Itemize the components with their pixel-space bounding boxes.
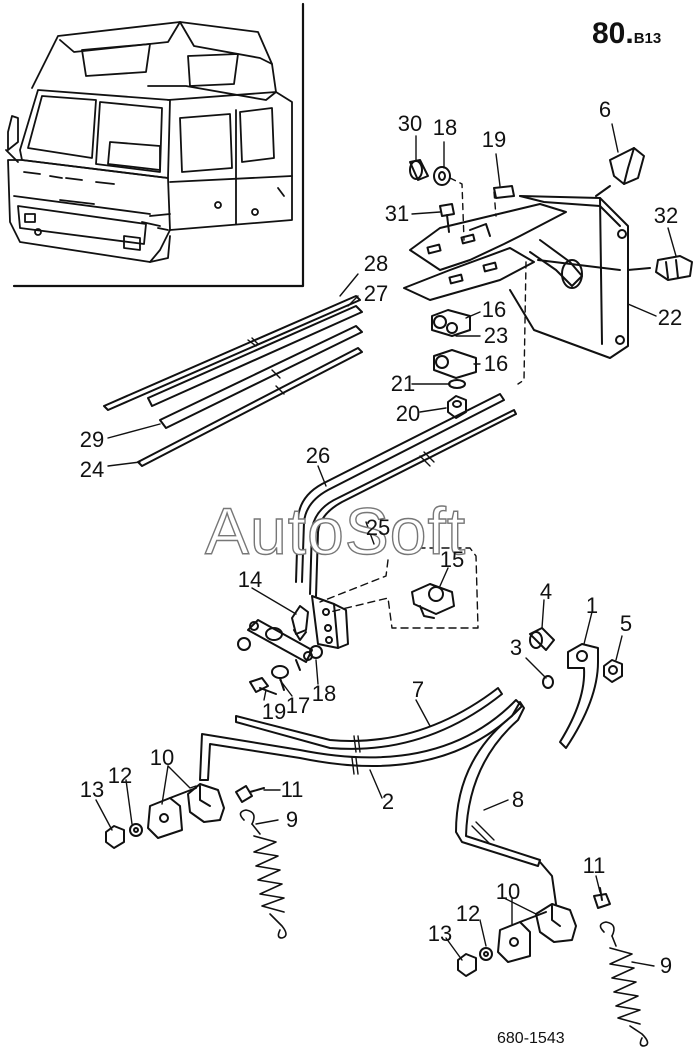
label-6: 6 [598,97,612,122]
bracket-plate [311,595,349,649]
watermark: AutoSoft [204,494,467,568]
label-26: 26 [305,443,331,468]
label-31: 31 [384,201,410,226]
label-17: 17 [285,693,311,718]
bracket-10-left [147,783,225,839]
label-32: 32 [653,203,679,228]
rod-24 [137,347,363,467]
bolt-30 [409,159,429,181]
label-13-left: 13 [79,777,105,802]
label-12-right: 12 [455,901,481,926]
washer-21 [448,379,466,389]
spring-9-left [239,809,287,939]
label-22: 22 [657,305,683,330]
label-12-left: 12 [107,763,133,788]
label-11-left: 11 [280,777,304,802]
label-18-top: 18 [432,115,458,140]
clip-15 [411,583,455,619]
nut-13-right [457,953,477,977]
lever-1 [559,643,599,749]
label-9-right: 9 [659,953,673,978]
dashed-guide-15 [329,547,479,629]
dashed-guide-clip [517,261,527,385]
page-code-suffix: B13 [633,30,662,47]
label-20: 20 [395,401,421,426]
label-23: 23 [483,323,509,348]
label-4: 4 [539,579,553,604]
nut-13-left [105,825,125,849]
washer-12-right [479,947,493,961]
dashed-guide-top [449,177,465,241]
label-21: 21 [390,371,416,396]
spring-9-right [599,921,649,1047]
label-16-upper: 16 [481,297,507,322]
page-code: 80.B13 [592,18,661,55]
cap-6 [609,147,645,185]
label-7: 7 [411,677,425,702]
cable-25 [309,409,517,597]
document-number: 680-1543 [497,1030,565,1047]
label-19-top: 19 [481,127,507,152]
washer-3 [542,675,554,689]
label-5: 5 [619,611,633,636]
link-17 [247,619,313,671]
bolt-19-mid [249,677,277,695]
bolt-4 [529,627,555,651]
pad-32 [655,255,693,281]
label-19-mid: 19 [261,699,287,724]
label-30: 30 [397,111,423,136]
label-15: 15 [439,547,465,572]
label-10-right: 10 [495,879,521,904]
page-code-main: 80. [592,17,634,50]
cable-7 [235,687,503,753]
label-29: 29 [79,427,105,452]
pedal-support-bracket [403,185,651,359]
label-8: 8 [511,787,525,812]
label-1: 1 [585,593,599,618]
label-2: 2 [381,789,395,814]
label-27: 27 [363,281,389,306]
label-16-lower: 16 [483,351,509,376]
label-3: 3 [509,635,523,660]
label-11-right: 11 [582,853,606,878]
washer-12-left [129,823,143,837]
label-24: 24 [79,457,105,482]
bolt-19-top [493,185,515,217]
washer-18-top [433,166,451,186]
label-13-right: 13 [427,921,453,946]
bolt-11-left [235,785,265,803]
rod-27 [147,305,363,407]
leader-lines [95,123,677,967]
label-14: 14 [237,567,263,592]
rod-28 [103,295,361,411]
washer-18-mid [309,645,323,659]
label-10-left: 10 [149,745,175,770]
truck-cab-illustration [5,21,293,263]
clip-16-lower [433,349,477,379]
nut-5 [603,659,623,683]
cab-inset [5,2,305,288]
label-25: 25 [365,515,391,540]
bolt-31 [439,203,455,233]
pin-14 [291,605,309,641]
bolt-11-right [593,887,611,909]
nut-small [237,637,251,651]
bracket-10-right [497,903,577,963]
cable-8 [455,701,557,905]
clip-16-upper [431,309,471,337]
label-18-mid: 18 [311,681,337,706]
label-9-left: 9 [285,807,299,832]
rod-29 [159,325,363,429]
label-28: 28 [363,251,389,276]
